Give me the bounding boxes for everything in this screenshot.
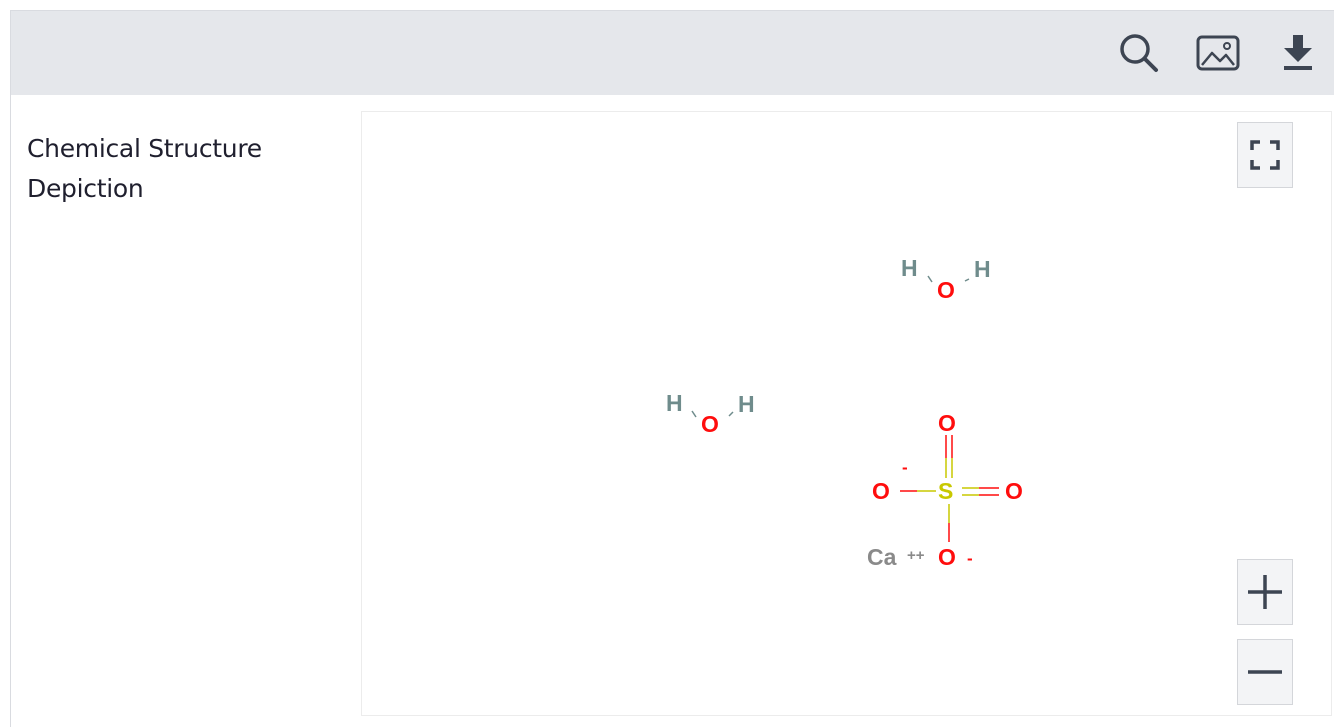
- sulfate-ion: O - O S O O: [872, 410, 1023, 570]
- oxygen-atom-left-charge: -: [902, 458, 908, 477]
- molecule-depiction: H O H H O H O: [666, 255, 1023, 570]
- bond-line: [728, 411, 734, 417]
- fullscreen-icon: [1250, 140, 1280, 170]
- structure-viewer[interactable]: H O H H O H O: [361, 111, 1332, 716]
- water-molecule-1: H O H: [901, 255, 991, 303]
- section-title-line2: Depiction: [27, 174, 144, 203]
- oxygen-atom-bottom: O: [938, 544, 956, 570]
- oxygen-atom-bottom-charge: -: [967, 549, 973, 568]
- oxygen-atom-right: O: [1005, 478, 1023, 504]
- zoom-out-button[interactable]: [1237, 639, 1293, 705]
- sulfur-atom: S: [938, 478, 953, 504]
- oxygen-atom-top: O: [938, 410, 956, 436]
- structure-panel: Chemical Structure Depiction H O H H O H: [10, 10, 1334, 727]
- bond-line: [691, 410, 697, 418]
- hydrogen-atom: H: [974, 256, 991, 282]
- image-button[interactable]: [1194, 31, 1242, 75]
- hydrogen-atom: H: [666, 390, 683, 416]
- section-title-line1: Chemical Structure: [27, 134, 262, 163]
- plus-icon: [1248, 575, 1282, 609]
- oxygen-atom: O: [937, 277, 955, 303]
- search-icon: [1120, 34, 1158, 72]
- water-molecule-2: H O H: [666, 390, 755, 437]
- oxygen-atom-left: O: [872, 478, 890, 504]
- bond-line: [927, 275, 933, 283]
- section-title: Chemical Structure Depiction: [27, 129, 327, 209]
- panel-toolbar: [11, 11, 1334, 95]
- download-icon: [1284, 35, 1312, 70]
- search-button[interactable]: [1115, 31, 1163, 75]
- bond-line: [964, 278, 970, 282]
- minus-icon: [1248, 670, 1282, 674]
- calcium-ion: Ca ++: [867, 544, 925, 570]
- calcium-atom: Ca: [867, 544, 897, 570]
- oxygen-atom: O: [701, 411, 719, 437]
- image-icon: [1196, 35, 1240, 71]
- hydrogen-atom: H: [901, 255, 918, 281]
- zoom-in-button[interactable]: [1237, 559, 1293, 625]
- fullscreen-button[interactable]: [1237, 122, 1293, 188]
- hydrogen-atom: H: [738, 391, 755, 417]
- calcium-charge: ++: [907, 547, 925, 564]
- download-button[interactable]: [1274, 31, 1322, 75]
